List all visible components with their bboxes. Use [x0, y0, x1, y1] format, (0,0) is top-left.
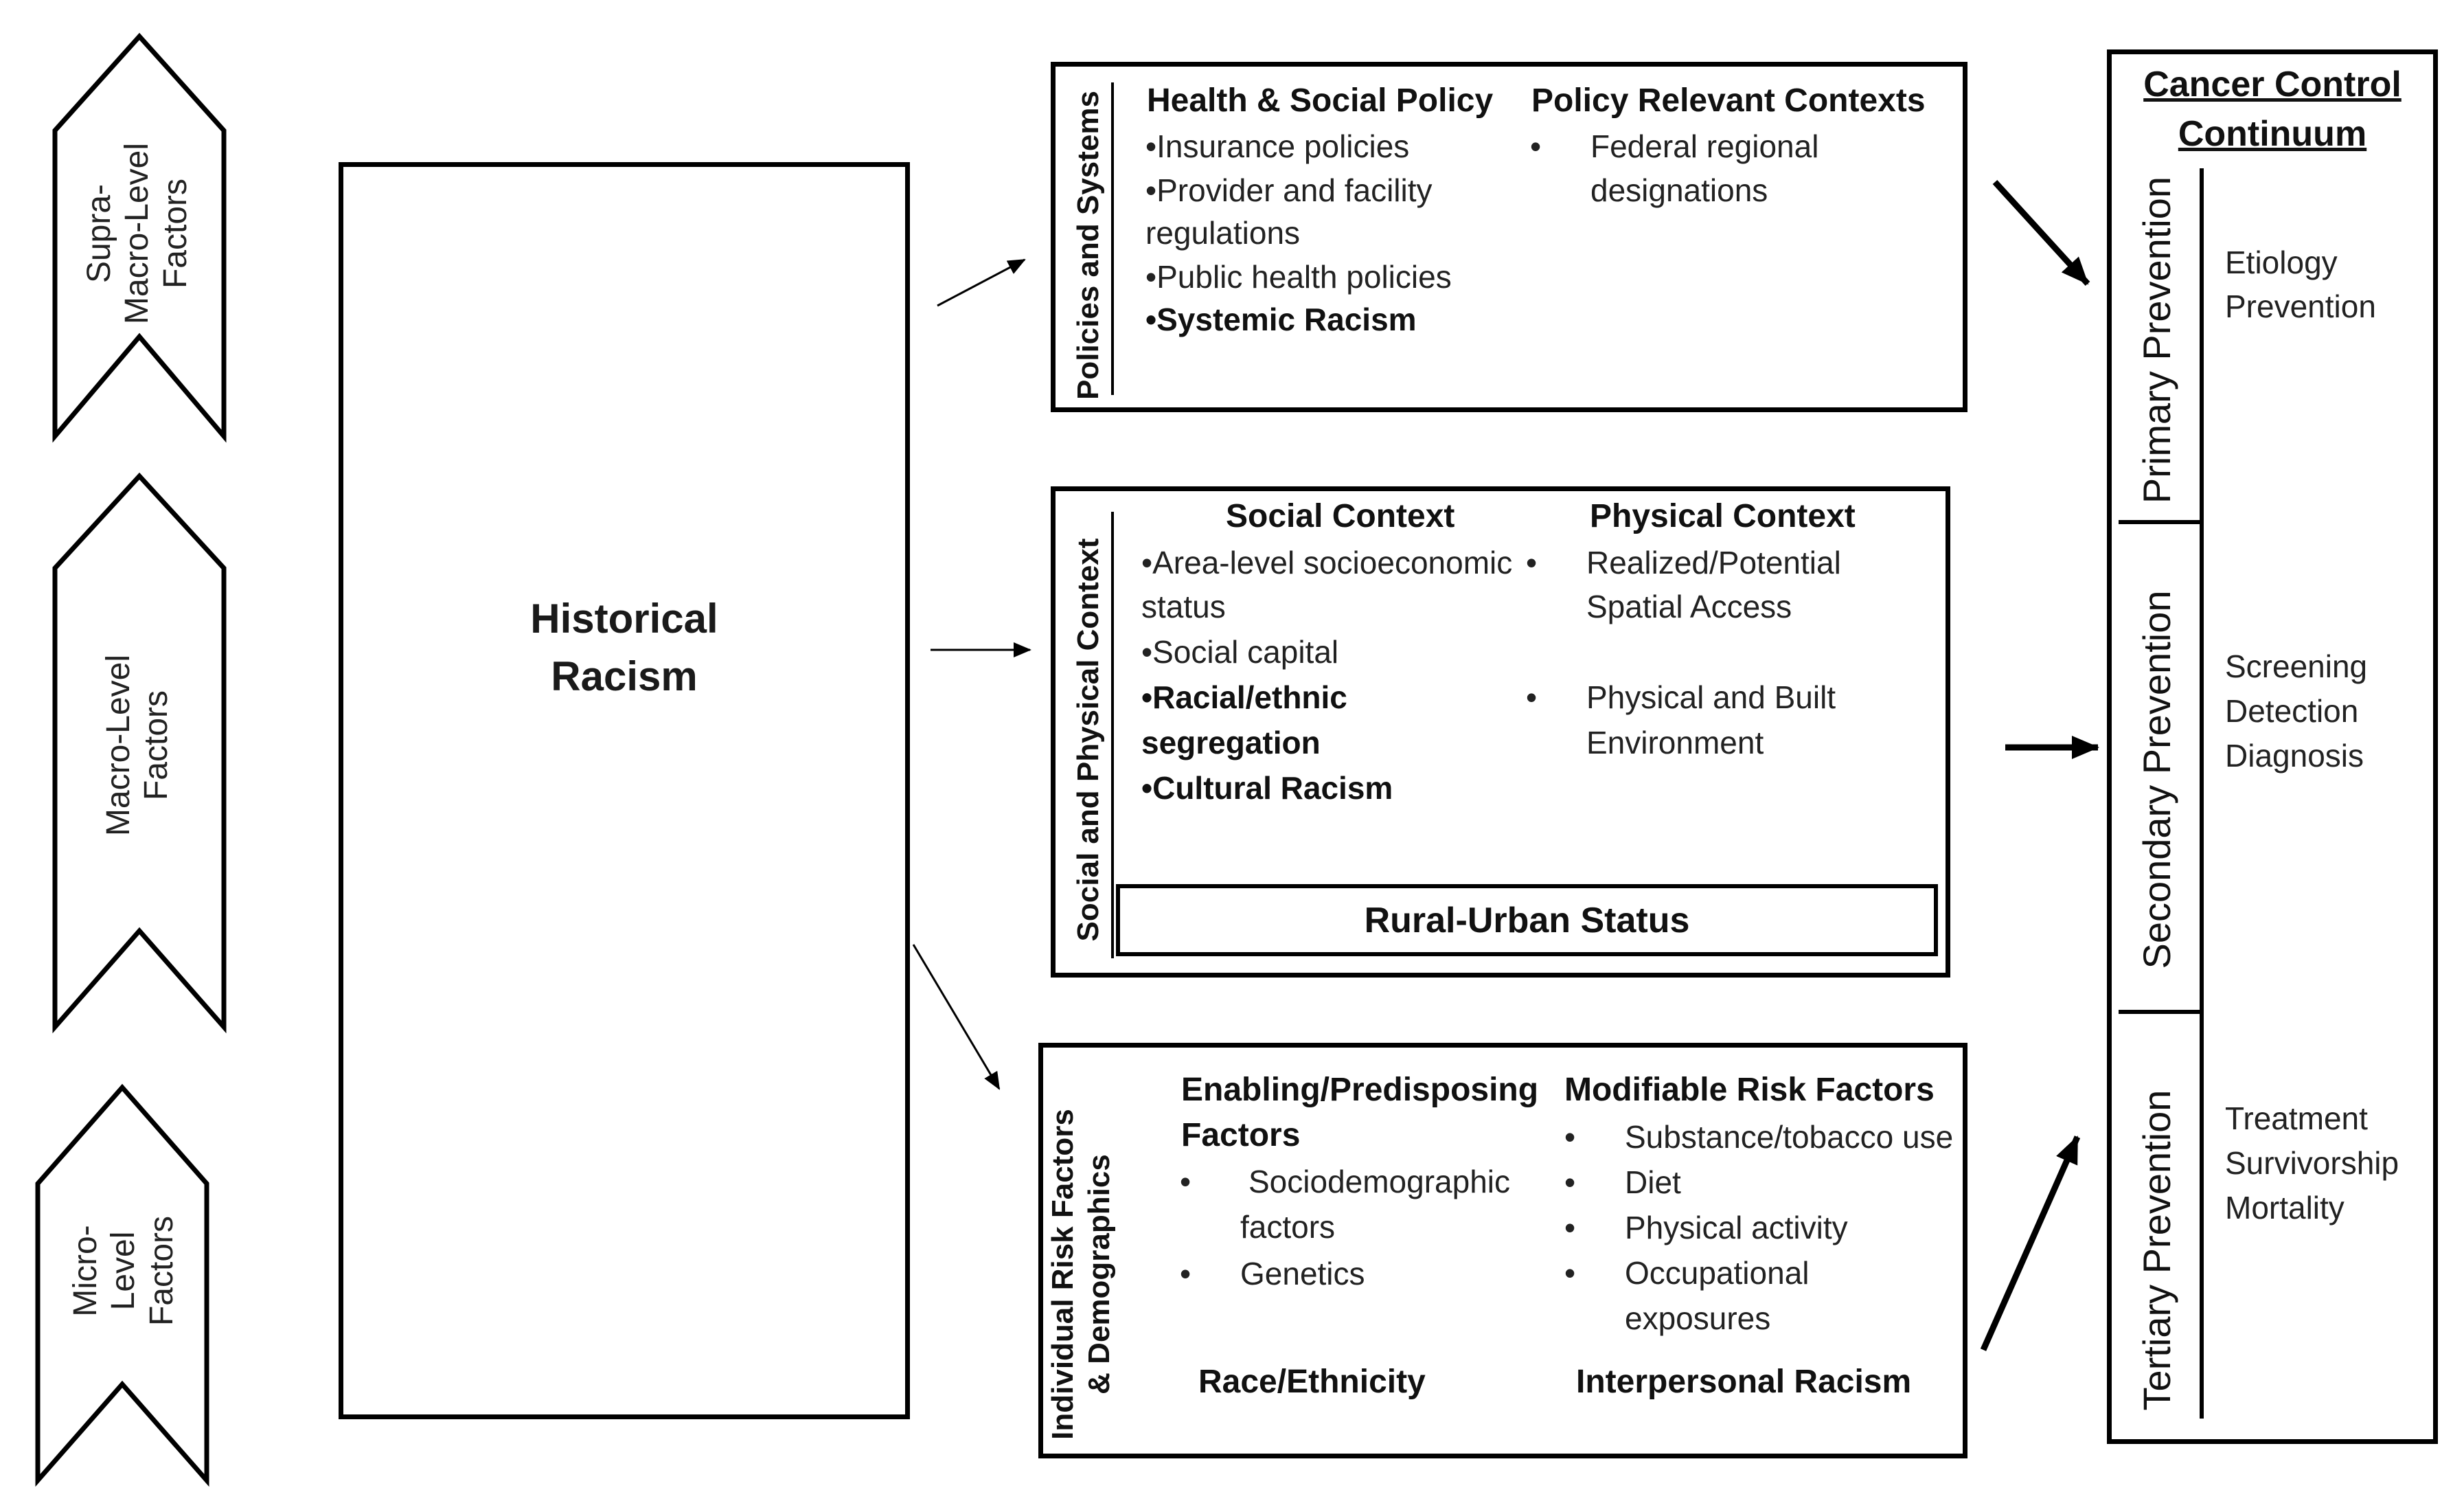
social-item-1: •Area-level socioeconomic	[1141, 545, 1513, 580]
historical-racism-box: Historical Racism	[339, 162, 910, 1419]
enabling-item-2: factors	[1240, 1209, 1336, 1245]
health-item-4: •Public health policies	[1145, 259, 1452, 295]
secondary-prevention-label: Secondary Prevention	[2134, 590, 2178, 969]
health-item-systemic-racism: •Systemic Racism	[1145, 302, 1417, 337]
social-item-cultural-racism: •Cultural Racism	[1141, 770, 1393, 806]
modifiable-item-1: Substance/tobacco use	[1625, 1119, 1954, 1155]
modifiable-bullet-3: •	[1564, 1210, 1576, 1245]
chevron-label-supra-macro: Supra- Macro-Level Factors	[81, 142, 194, 325]
continuum-divider-vertical	[2200, 168, 2204, 1419]
policy-contexts-item-1: Federal regional	[1590, 128, 1819, 164]
physical-item-1: Realized/Potential	[1586, 545, 1841, 580]
policies-systems-box	[1051, 62, 1967, 412]
modifiable-title: Modifiable Risk Factors	[1564, 1072, 1935, 1108]
chevron-supra-macro	[52, 32, 227, 443]
chevron-label-micro: Micro- Level Factors	[67, 1215, 180, 1327]
secondary-item-2: Detection	[2225, 693, 2359, 729]
enabling-item-3: Genetics	[1240, 1256, 1365, 1291]
primary-item-2: Prevention	[2225, 289, 2376, 324]
enabling-bullet-1: •	[1180, 1164, 1191, 1199]
interpersonal-racism-label: Interpersonal Racism	[1576, 1364, 1912, 1400]
continuum-divider-1	[2119, 520, 2202, 524]
tertiary-item-1: Treatment	[2225, 1100, 2368, 1136]
primary-prevention-label: Primary Prevention	[2134, 176, 2178, 504]
social-context-title: Social Context	[1226, 498, 1455, 534]
policy-contexts-title: Policy Relevant Contexts	[1531, 82, 1926, 119]
modifiable-item-3: Physical activity	[1625, 1210, 1848, 1245]
race-ethnicity-label: Race/Ethnicity	[1198, 1364, 1426, 1400]
social-item-2: status	[1141, 589, 1226, 624]
arrow-individual-to-continuum	[1980, 1136, 2081, 1351]
enabling-title-2: Factors	[1181, 1117, 1301, 1153]
arrow-to-individual	[912, 944, 1001, 1090]
secondary-item-1: Screening	[2225, 648, 2368, 684]
tertiary-item-2: Survivorship	[2225, 1145, 2399, 1181]
chevron-micro	[35, 1083, 209, 1487]
tertiary-prevention-label: Tertiary Prevention	[2134, 1090, 2178, 1411]
continuum-box	[2107, 49, 2438, 1444]
policy-contexts-item-2: designations	[1590, 172, 1768, 208]
chevron-label-macro: Macro-Level Factors	[100, 654, 174, 837]
physical-item-3: Physical and Built	[1586, 679, 1836, 715]
enabling-bullet-2: •	[1180, 1256, 1191, 1291]
modifiable-item-5: exposures	[1625, 1300, 1771, 1336]
modifiable-item-4: Occupational	[1625, 1255, 1810, 1291]
health-policy-title: Health & Social Policy	[1147, 82, 1494, 119]
social-item-4: •Racial/ethnic	[1141, 679, 1347, 715]
physical-item-4: Environment	[1586, 725, 1764, 760]
tertiary-item-3: Mortality	[2225, 1190, 2345, 1226]
social-item-5: segregation	[1141, 725, 1321, 760]
secondary-item-3: Diagnosis	[2225, 738, 2364, 774]
enabling-title-1: Enabling/Predisposing	[1181, 1072, 1539, 1108]
modifiable-bullet-1: •	[1564, 1119, 1576, 1155]
rural-urban-box: Rural-Urban Status	[1116, 884, 1938, 956]
social-item-3: •Social capital	[1141, 634, 1339, 670]
individual-risk-box	[1038, 1043, 1967, 1458]
social-side-divider	[1111, 512, 1114, 958]
physical-bullet-1: •	[1526, 545, 1538, 580]
individual-side-label: Individual Risk Factors & Demographics	[1046, 1109, 1116, 1440]
continuum-divider-2	[2119, 1010, 2202, 1014]
historical-racism-label: Historical Racism	[530, 596, 718, 699]
physical-bullet-2: •	[1526, 679, 1538, 715]
physical-item-2: Spatial Access	[1586, 589, 1792, 624]
policies-side-label: Policies and Systems	[1071, 91, 1105, 400]
policy-contexts-bullet: •	[1530, 128, 1542, 164]
policies-side-divider	[1111, 82, 1114, 395]
health-item-1: •Insurance policies	[1145, 128, 1410, 164]
arrow-policies-to-continuum	[1992, 179, 2090, 286]
rural-urban-label: Rural-Urban Status	[1364, 900, 1690, 940]
arrow-to-policies	[937, 258, 1026, 307]
enabling-item-1: Sociodemographic	[1248, 1164, 1511, 1199]
social-side-label: Social and Physical Context	[1071, 538, 1105, 942]
health-item-3: regulations	[1145, 215, 1301, 251]
chevron-macro	[52, 472, 227, 1034]
continuum-title-2: Continuum	[2178, 114, 2367, 154]
continuum-title-1: Cancer Control	[2143, 65, 2402, 104]
health-item-2: •Provider and facility	[1145, 172, 1433, 208]
primary-item-1: Etiology	[2225, 245, 2338, 280]
physical-context-title: Physical Context	[1590, 498, 1856, 534]
modifiable-bullet-2: •	[1564, 1164, 1576, 1200]
modifiable-item-2: Diet	[1625, 1164, 1681, 1200]
modifiable-bullet-4: •	[1564, 1255, 1576, 1291]
